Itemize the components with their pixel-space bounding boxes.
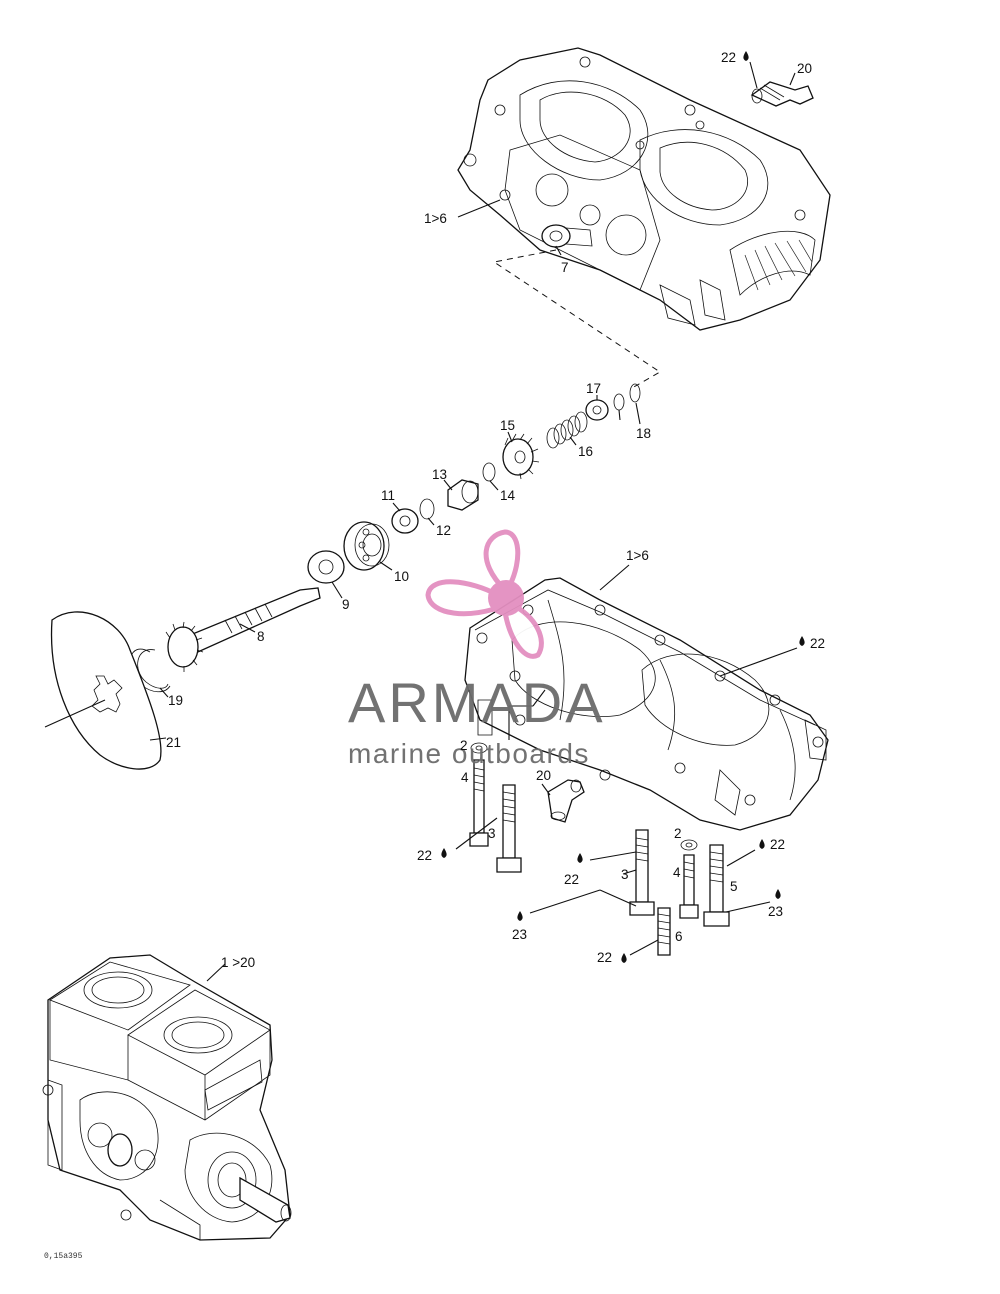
leader-lines — [149, 61, 798, 982]
callout-labels: 1>6 7 22 20 17 18 15 16 13 14 11 12 10 9… — [166, 50, 825, 970]
oil-drop-icon — [759, 839, 765, 849]
callout-label: 11 — [381, 488, 395, 503]
callout-label: 10 — [394, 569, 409, 584]
callout-label: 21 — [166, 735, 181, 750]
callout-label: 8 — [257, 629, 265, 644]
callout-label: 3 — [488, 826, 496, 841]
callout-label: 18 — [636, 426, 651, 441]
callout-label: 1>6 — [626, 548, 649, 563]
callout-label: 1 >20 — [221, 955, 255, 970]
callout-label: 22 — [417, 848, 432, 863]
callout-label: 3 — [621, 867, 629, 882]
callout-label: 5 — [730, 879, 738, 894]
callout-label: 13 — [432, 467, 447, 482]
callout-label: 22 — [770, 837, 785, 852]
callout-label: 9 — [342, 597, 350, 612]
brand-name: ARMADA — [348, 671, 606, 734]
oil-drop-icons — [441, 51, 805, 963]
callout-label: 2 — [460, 738, 468, 753]
upper-crankcase-drawing — [457, 47, 831, 331]
callout-label: 22 — [810, 636, 825, 651]
callout-label: 23 — [512, 927, 527, 942]
elbow-fitting-top — [750, 81, 814, 107]
oil-drop-icon — [441, 848, 447, 858]
callout-label: 15 — [500, 418, 515, 433]
callout-label: 16 — [578, 444, 593, 459]
oil-drop-icon — [743, 51, 749, 61]
elbow-fitting-mid — [547, 779, 585, 823]
oil-drop-icon — [621, 953, 627, 963]
oil-drop-icon — [577, 853, 583, 863]
oil-drop-icon — [799, 636, 805, 646]
callout-label: 2 — [674, 826, 682, 841]
oil-drop-icon — [775, 889, 781, 899]
alignment-guide-line — [492, 249, 661, 389]
callout-label: 1>6 — [424, 211, 447, 226]
callout-label: 7 — [561, 260, 569, 275]
callout-label: 17 — [586, 381, 601, 396]
oil-drop-icon — [517, 911, 523, 921]
callout-label: 14 — [500, 488, 516, 503]
callout-label: 22 — [564, 872, 579, 887]
armada-watermark: ARMADA marine outboards — [348, 529, 606, 769]
callout-label: 20 — [797, 61, 812, 76]
callout-label: 6 — [675, 929, 683, 944]
shaft-assembly-drawing — [44, 383, 641, 770]
drawing-code: 0,15a395 — [44, 1252, 83, 1261]
callout-label: 22 — [721, 50, 736, 65]
callout-label: 19 — [168, 693, 183, 708]
callout-label: 4 — [461, 770, 469, 785]
callout-label: 20 — [536, 768, 551, 783]
lower-crankcase-drawing — [464, 577, 829, 831]
brand-tagline: marine outboards — [348, 738, 590, 769]
fasteners-drawing — [469, 742, 730, 956]
propeller-logo-icon — [425, 529, 544, 659]
engine-assembly-drawing — [42, 954, 292, 1241]
callout-label: 12 — [436, 523, 451, 538]
callout-label: 4 — [673, 865, 681, 880]
callout-label: 23 — [768, 904, 783, 919]
callout-label: 22 — [597, 950, 612, 965]
